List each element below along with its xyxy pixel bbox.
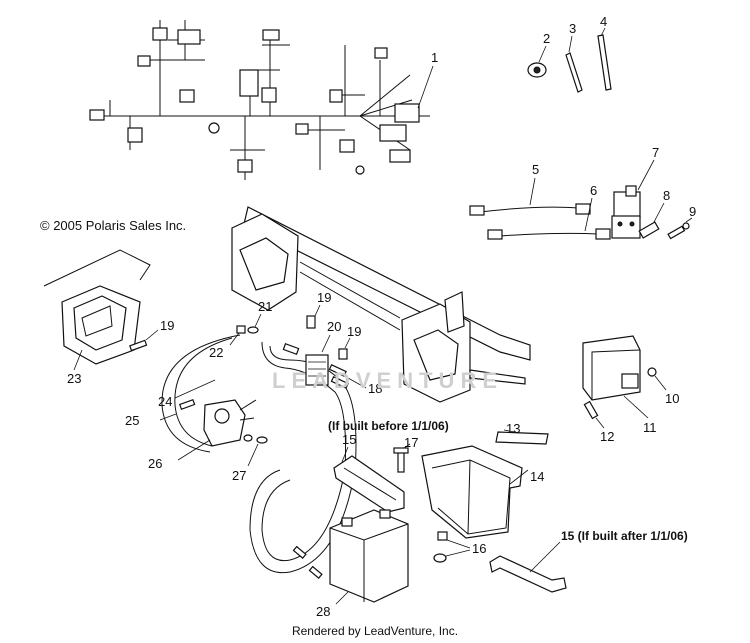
callout-26: 26 bbox=[148, 456, 162, 471]
callout-23: 23 bbox=[67, 371, 81, 386]
bolt-19c bbox=[338, 348, 348, 360]
frame bbox=[231, 206, 531, 403]
bolt-12 bbox=[583, 400, 599, 420]
callout-15b: 15 (If built after 1/1/06) bbox=[561, 529, 688, 543]
bolt-19a bbox=[129, 339, 148, 352]
part-15-bracket bbox=[333, 455, 405, 513]
part-4-strap bbox=[597, 34, 612, 91]
part-11-ecu bbox=[582, 335, 641, 401]
watermark: LEADVENTURE bbox=[272, 368, 504, 393]
nut-27 bbox=[243, 434, 268, 444]
callout-10: 10 bbox=[665, 391, 679, 406]
callout-14: 14 bbox=[530, 469, 544, 484]
bolt-25 bbox=[178, 398, 196, 410]
callout-4: 4 bbox=[600, 14, 607, 29]
callout-20: 20 bbox=[327, 319, 341, 334]
part-28-battery bbox=[329, 509, 409, 603]
callout-17: 17 bbox=[404, 435, 418, 450]
fuse-block-20 bbox=[305, 354, 329, 386]
footer-credit: Rendered by LeadVenture, Inc. bbox=[291, 624, 459, 638]
nut-22 bbox=[236, 325, 246, 334]
callout-12: 12 bbox=[600, 429, 614, 444]
part-8-bushing bbox=[638, 221, 660, 239]
callout-6: 6 bbox=[590, 183, 597, 198]
callout-28: 28 bbox=[316, 604, 330, 619]
bolt-19b bbox=[306, 315, 316, 329]
callout-7: 7 bbox=[652, 145, 659, 160]
part-13-decal bbox=[495, 431, 549, 445]
callout-25: 25 bbox=[125, 413, 139, 428]
callout-9: 9 bbox=[689, 204, 696, 219]
copyright-text: © 2005 Polaris Sales Inc. bbox=[40, 218, 187, 233]
callout-15a: 15 bbox=[342, 432, 356, 447]
callout-1: 1 bbox=[431, 50, 438, 65]
callout-21: 21 bbox=[258, 299, 272, 314]
wiring-harness bbox=[89, 20, 430, 180]
callout-19c: 19 bbox=[347, 324, 361, 339]
part-2-relay bbox=[527, 62, 547, 78]
callout-2: 2 bbox=[543, 31, 550, 46]
note-built-before: (If built before 1/1/06) bbox=[328, 419, 449, 433]
part-7-solenoid bbox=[611, 185, 641, 239]
part-9-bolt bbox=[667, 222, 690, 240]
callout-24: 24 bbox=[158, 394, 172, 409]
hardware-16 bbox=[433, 531, 448, 563]
callout-19b: 19 bbox=[317, 290, 331, 305]
callout-5: 5 bbox=[532, 162, 539, 177]
bolt-17 bbox=[393, 447, 409, 473]
callout-18: 18 bbox=[368, 381, 382, 396]
washer-21 bbox=[247, 326, 259, 334]
callout-27: 27 bbox=[232, 468, 246, 483]
solenoid-26 bbox=[203, 399, 257, 447]
part-6-wire bbox=[487, 228, 611, 240]
part-23-panel bbox=[43, 249, 151, 365]
bolt-18 bbox=[328, 364, 349, 389]
callout-22: 22 bbox=[209, 345, 223, 360]
callout-11: 11 bbox=[643, 420, 657, 435]
callout-3: 3 bbox=[569, 21, 576, 36]
part-15-bracket-after bbox=[489, 555, 567, 593]
part-5-wire bbox=[469, 203, 591, 216]
nut-10 bbox=[647, 367, 657, 377]
part-14-battery-box bbox=[421, 445, 523, 539]
callout-19a: 19 bbox=[160, 318, 174, 333]
callout-13: 13 bbox=[506, 421, 520, 436]
callout-16: 16 bbox=[472, 541, 486, 556]
part-3-strap bbox=[565, 52, 583, 93]
callout-8: 8 bbox=[663, 188, 670, 203]
